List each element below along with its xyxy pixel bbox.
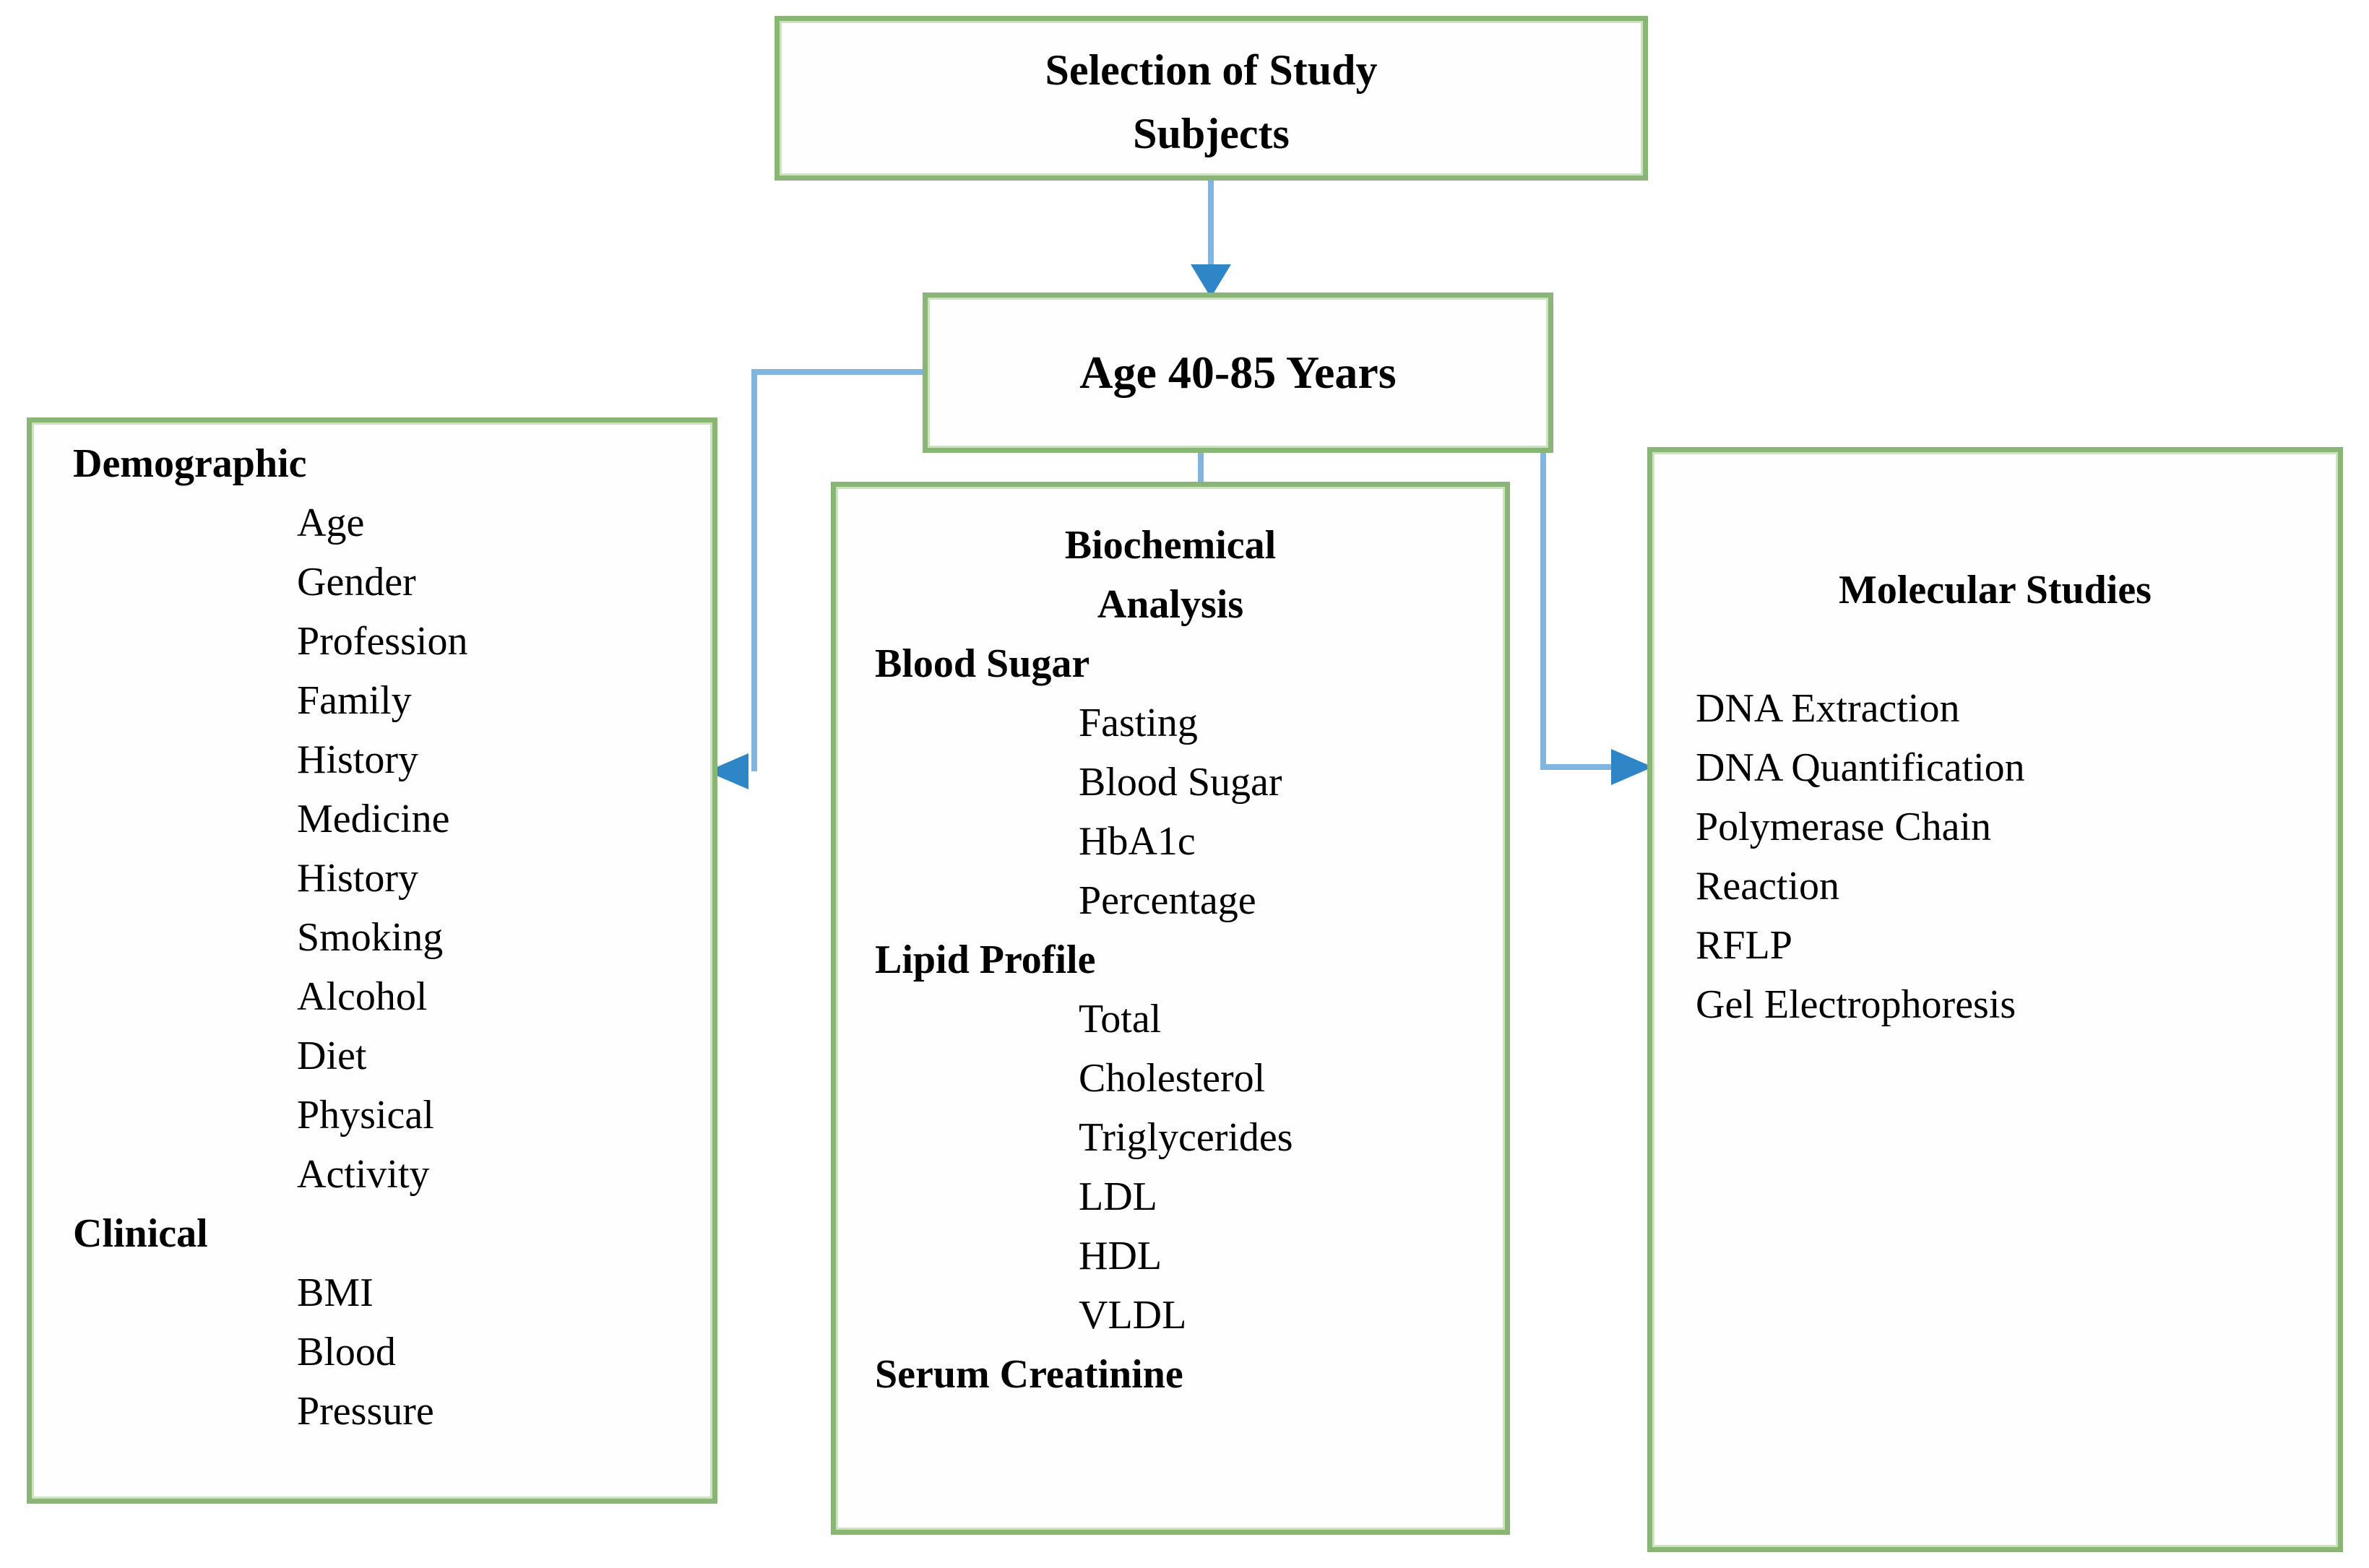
text-line: VLDL xyxy=(1079,1293,1187,1338)
text-line: Smoking xyxy=(297,915,444,960)
text-line: DNA Quantification xyxy=(1696,745,2025,790)
text-line: Biochemical xyxy=(1064,523,1277,568)
text-line: Percentage xyxy=(1079,878,1256,923)
text-line: History xyxy=(297,737,418,782)
text-line: HDL xyxy=(1079,1234,1162,1278)
text-line: Blood Sugar xyxy=(875,641,1090,686)
text-line: Profession xyxy=(297,619,468,664)
text-line: Age xyxy=(297,501,365,545)
text-line: Total xyxy=(1079,997,1162,1041)
connector-top-to-age-line xyxy=(1208,181,1214,267)
text-line: Lipid Profile xyxy=(875,937,1096,982)
text-line xyxy=(1652,620,2338,679)
connector-age-to-biochemical-line xyxy=(1198,441,1204,508)
text-line: Gender xyxy=(297,560,416,605)
text-line: Selection of Study xyxy=(1045,46,1378,94)
text-line: Fasting xyxy=(1079,701,1198,745)
text-line: Blood Sugar xyxy=(1079,760,1282,805)
text-line: Family xyxy=(297,678,412,723)
text-line: Analysis xyxy=(1097,582,1244,627)
connector-age-to-demographic-line-h xyxy=(757,369,923,375)
connector-age-to-demographic-line-v xyxy=(751,369,757,771)
text-line: Polymerase Chain xyxy=(1696,805,1992,849)
text-line: Cholesterol xyxy=(1079,1056,1266,1101)
text-line: Gel Electrophoresis xyxy=(1696,982,2016,1027)
text-line: Blood xyxy=(297,1330,396,1374)
text-line: LDL xyxy=(1079,1174,1157,1219)
text-line: Medicine xyxy=(297,797,450,841)
arrow-down-icon xyxy=(1191,264,1231,298)
text-line: Physical xyxy=(297,1093,434,1138)
text-line: Activity xyxy=(297,1152,430,1197)
text-line: BMI xyxy=(297,1270,374,1315)
text-line: Pressure xyxy=(297,1389,434,1434)
text-line: HbA1c xyxy=(1079,819,1196,864)
text-line: Reaction xyxy=(1696,864,1840,909)
text-line: Demographic xyxy=(73,441,307,486)
text-line: Diet xyxy=(297,1034,367,1078)
age-range-box: Age 40-85 Years xyxy=(923,293,1553,453)
arrow-right-icon xyxy=(1611,749,1653,785)
text-line: Triglycerides xyxy=(1079,1115,1293,1160)
text-line: RFLP xyxy=(1696,923,1792,968)
connector-age-to-molecular-line-v xyxy=(1540,359,1546,770)
text-line: Alcohol xyxy=(297,974,428,1019)
text-line: DNA Extraction xyxy=(1696,686,1960,731)
text-line: Clinical xyxy=(73,1211,208,1256)
text-line: Serum Creatinine xyxy=(875,1352,1183,1397)
text-line: Molecular Studies xyxy=(1839,568,2152,612)
text-line: Subjects xyxy=(1133,110,1290,157)
text-line: History xyxy=(297,856,418,901)
connector-age-to-molecular-line-h2 xyxy=(1540,764,1613,770)
age-range-label: Age 40-85 Years xyxy=(1079,347,1397,398)
